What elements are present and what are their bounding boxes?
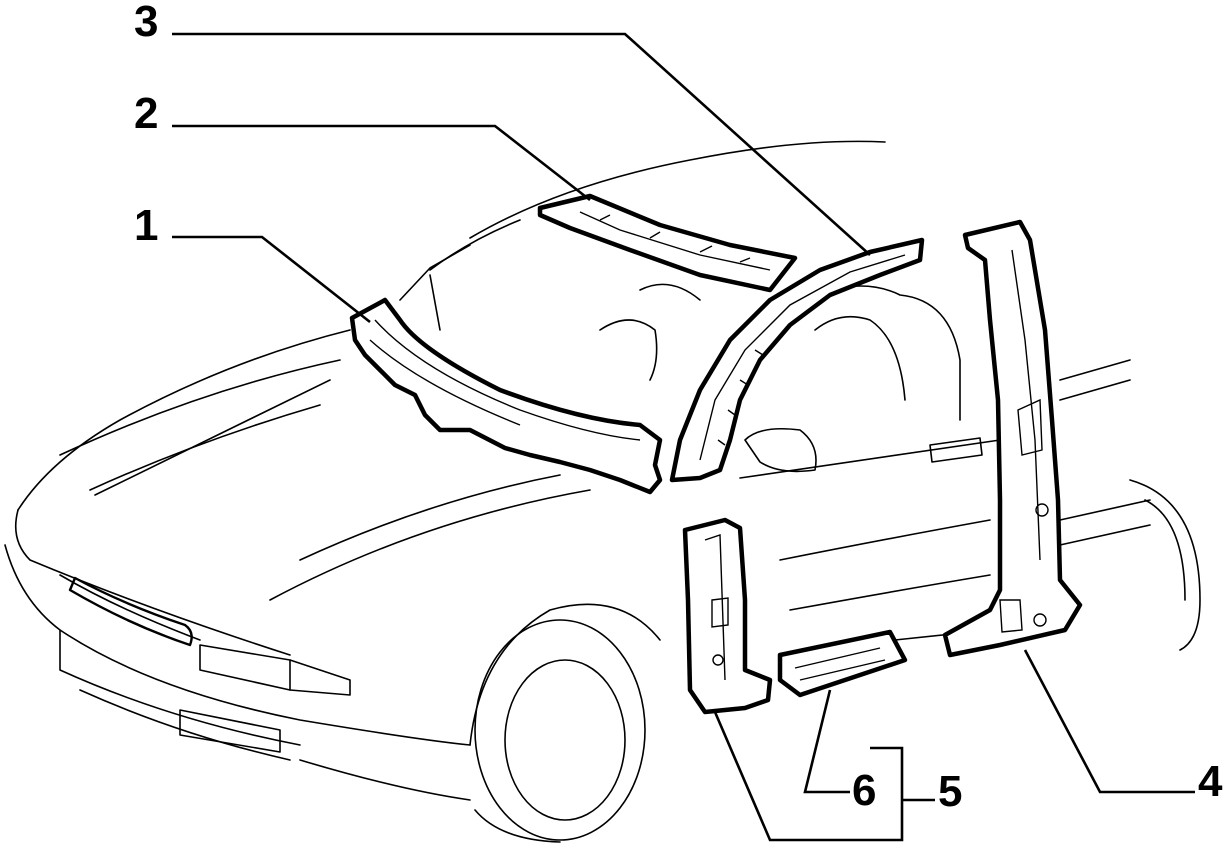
callout-6: 6 [852,766,876,815]
part-6-sill-reinforcement [777,629,908,698]
callout-4: 4 [1198,757,1223,806]
car-body-outline [4,140,1201,843]
callout-3: 3 [134,0,158,46]
leader-4 [1023,649,1195,794]
callout-5: 5 [938,767,962,816]
callout-2: 2 [134,89,158,138]
part-4-b-pillar [942,219,1083,658]
callout-labels: 3 2 1 4 6 5 [134,0,1223,816]
leader-3 [172,32,871,256]
callout-1: 1 [134,201,158,250]
part-5-front-pillar [682,517,773,715]
part-2-roof-front-member [537,193,798,293]
leader-1 [172,235,371,324]
leader-5-bracket [713,711,904,842]
leader-2 [172,124,591,202]
part-3-a-pillar-rail [669,237,925,483]
leader-6 [803,689,850,794]
leader-lines [172,32,1195,842]
part-1-cowl-panel [349,297,663,495]
